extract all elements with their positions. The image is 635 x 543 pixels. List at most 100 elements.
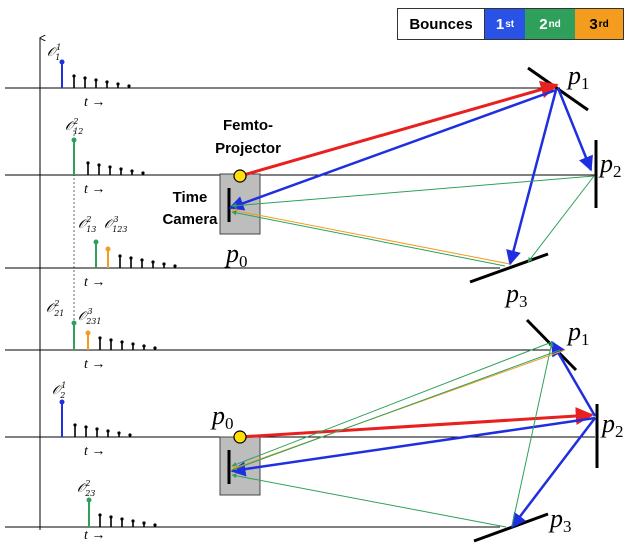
ray-p1-green-bottom (231, 349, 561, 471)
svg-text:t →: t → (84, 528, 105, 543)
stem-o123-3 (105, 246, 111, 268)
impulse-tick-head (73, 423, 77, 427)
laser-ray (239, 80, 559, 178)
svg-text:t →: t → (84, 275, 105, 290)
svg-text:Time: Time (173, 189, 208, 206)
label-o231-3: 𝒪2313 (78, 307, 101, 326)
impulse-tick-head (142, 521, 146, 525)
mirror-p3-bottom (473, 512, 549, 543)
svg-text:t →: t → (84, 357, 105, 372)
impulse-tick-head (86, 161, 90, 165)
impulse-tick-head (117, 431, 121, 435)
ray-p3-camera-green (231, 210, 506, 267)
impulse-tick-head (153, 523, 157, 527)
impulse-tick-head (119, 167, 123, 171)
svg-text:p3: p3 (548, 504, 572, 536)
impulse-tick-head (131, 342, 135, 346)
stem-o13-2 (93, 239, 99, 268)
impulse-tick-head (129, 256, 133, 260)
svg-text:p2: p2 (598, 149, 622, 181)
ray-p1-camera (228, 88, 557, 211)
impulse-tick-head (118, 254, 122, 258)
impulse-tick-head (105, 80, 109, 84)
svg-text:p2: p2 (600, 409, 624, 441)
svg-text:t →: t → (84, 95, 105, 110)
impulse-tick-head (153, 346, 157, 350)
time-lines (5, 87, 595, 528)
ray-p2-p3 (527, 175, 595, 263)
projector-icon-bottom (233, 430, 247, 444)
ray-p1-camera-bottom (231, 341, 553, 467)
stem-o23-2 (86, 497, 92, 527)
top-scene: Femto- Projector Time Camera p0 p1 p2 p3 (162, 61, 621, 311)
ray-p2-camera (231, 175, 595, 209)
time-labels: t → t → t → t → t → t → (84, 95, 105, 543)
svg-text:Femto-: Femto- (223, 117, 273, 134)
impulse-tick-head (128, 433, 132, 437)
ray-p3-camera (231, 208, 511, 265)
impulse-tick-head (98, 336, 102, 340)
small-impulse-ticks (72, 74, 177, 527)
svg-text:p1: p1 (566, 317, 590, 349)
impulse-tick-head (140, 258, 144, 262)
impulse-tick-head (162, 262, 166, 266)
ray-p3-camera-bottom (231, 473, 507, 528)
impulse-tick-head (95, 427, 99, 431)
impulse-tick-head (151, 260, 155, 264)
impulse-tick-head (106, 429, 110, 433)
stem-o1-1 (59, 59, 65, 88)
svg-text:t →: t → (84, 444, 105, 459)
impulse-tick-head (94, 78, 98, 82)
impulse-tick-head (72, 74, 76, 78)
label-o23-2: 𝒪232 (77, 479, 95, 498)
impulse-tick-head (109, 515, 113, 519)
label-o1-1: 𝒪11 (47, 43, 61, 62)
svg-text:Camera: Camera (162, 211, 218, 228)
stem-o21-2 (71, 320, 77, 350)
impulse-tick-head (127, 84, 131, 88)
stem-o231-3 (85, 330, 91, 350)
legend-title: Bounces (398, 9, 485, 39)
impulse-tick-head (98, 513, 102, 517)
ray-p3-p1-bottom (511, 341, 554, 527)
impulse-tick-head (120, 517, 124, 521)
impulse-stems (59, 59, 111, 527)
impulse-tick-head (97, 163, 101, 167)
impulse-tick-head (108, 165, 112, 169)
ray-p1-p3 (506, 89, 558, 266)
ray-p1-p2 (556, 87, 593, 172)
svg-text:p0: p0 (224, 239, 248, 271)
impulse-tick-head (131, 519, 135, 523)
impulse-tick-head (141, 171, 145, 175)
svg-text:Projector: Projector (215, 140, 281, 157)
label-o13-2: 𝒪132 (78, 215, 96, 234)
impulse-tick-head (173, 264, 177, 268)
projector-icon (233, 169, 247, 183)
ray-p2-camera-bottom (230, 416, 596, 477)
svg-text:p3: p3 (504, 279, 528, 311)
svg-text:p0: p0 (210, 401, 234, 433)
impulse-tick-head (130, 169, 134, 173)
mirror-p3 (469, 252, 549, 284)
ray-p2-p1-bottom (550, 340, 597, 417)
observation-labels: 𝒪11 𝒪122 𝒪132 𝒪1233 𝒪212 𝒪2313 𝒪21 𝒪232 (46, 43, 127, 498)
laser-ray-bottom (239, 407, 594, 439)
stem-o2-1 (59, 399, 65, 437)
impulse-tick-head (142, 344, 146, 348)
stem-o12-2 (71, 137, 77, 175)
label-o12-2: 𝒪122 (65, 117, 83, 136)
svg-text:t →: t → (84, 182, 105, 197)
impulse-tick-head (109, 338, 113, 342)
label-o123-3: 𝒪1233 (104, 215, 127, 234)
impulse-tick-head (84, 425, 88, 429)
impulse-tick-head (120, 340, 124, 344)
ray-p2-p3-bottom (511, 417, 596, 529)
impulse-tick-head (83, 76, 87, 80)
label-o21-2: 𝒪212 (46, 299, 64, 318)
camera-box-bottom (219, 436, 261, 496)
impulse-tick-head (116, 82, 120, 86)
